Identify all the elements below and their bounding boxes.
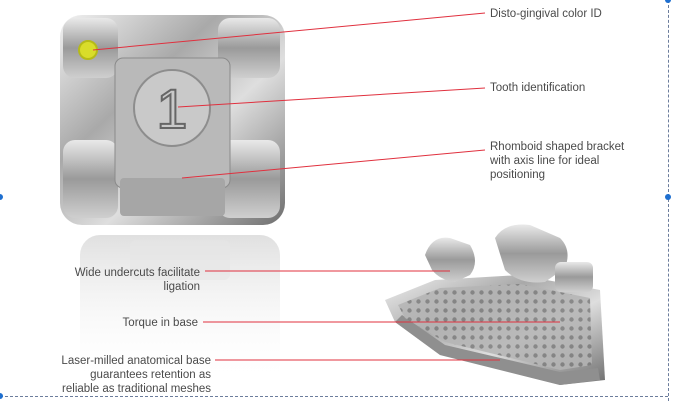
bracket-reflection [80,235,280,385]
leader-line-tooth-id [177,87,486,108]
selection-frame-bottom-edge [0,396,668,397]
selection-handle-left[interactable] [0,194,3,200]
selection-handle-right[interactable] [665,194,671,200]
selection-handle-top-right[interactable] [665,0,671,3]
bracket-side-view [385,224,605,385]
selection-handle-bottom-left[interactable] [0,393,3,399]
bracket-numeral: 1 [156,77,187,140]
label-laser-milled-base: Laser-milled anatomical base guarantees … [61,355,211,395]
label-torque-in-base: Torque in base [122,317,198,329]
label-tooth-identification: Tooth identification [490,82,586,94]
selection-frame-right-edge [668,0,669,401]
label-wide-undercuts: Wide undercuts facilitate ligation [74,267,200,293]
label-color-id: Disto-gingival color ID [490,8,602,20]
bracket-front-view: 1 [60,15,285,225]
label-rhomboid-bracket: Rhomboid shaped bracket with axis line f… [490,141,625,181]
leader-line-rhomboid [181,149,486,179]
leader-line-color-id [92,12,486,51]
leader-lines [92,12,560,361]
